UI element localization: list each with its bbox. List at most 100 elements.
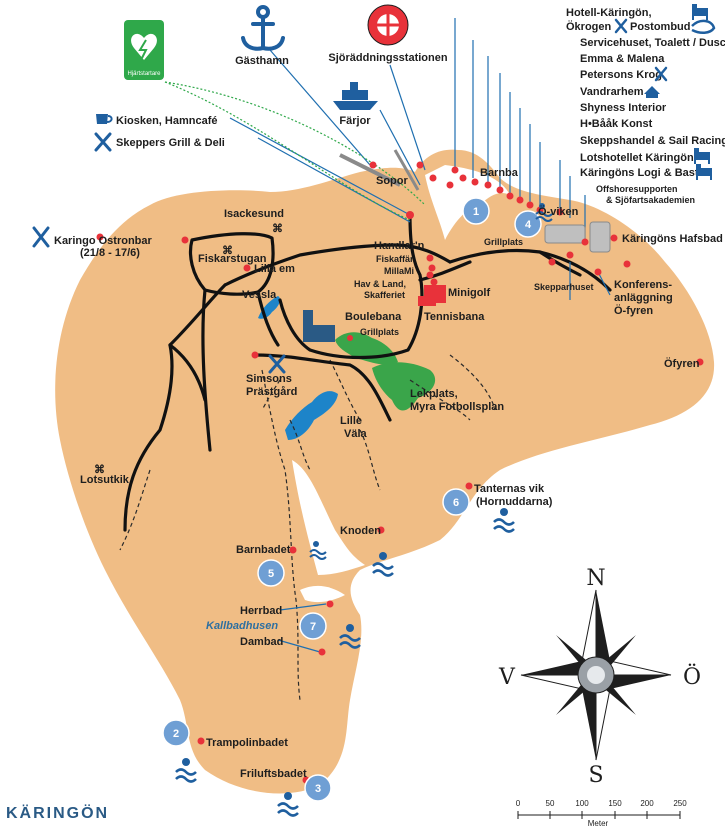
fork-knife-icon [32,226,50,248]
skeppers-label: Skeppers Grill & Deli [116,137,225,149]
barnbadet-label: Barnbadet [236,544,291,556]
post-horn-icon [691,19,716,34]
svg-text:4: 4 [525,219,532,231]
swim-icon [372,552,394,577]
lille-label: Lille [340,415,362,427]
sea-rescue-icon [367,4,409,46]
tennisbana-area [418,296,436,306]
compass-south: S [588,763,603,788]
svg-text:5: 5 [268,568,274,580]
fish-icon: ⌘ [272,223,283,235]
service-lotshotellet: Lotshotellet Käringön [580,152,694,164]
minigolf-label: Minigolf [448,287,490,299]
service-petersons: Petersons Krog [580,69,662,81]
lekplats-label-1: Lekplats, [410,388,458,400]
compass-east: Ö [683,663,701,690]
badge-5[interactable]: 5 [257,559,285,587]
fork-knife-icon [94,132,112,152]
swim-icon [535,203,553,222]
lilla-em-label: Lilla em [254,263,295,275]
lille-vala-pond [285,391,338,440]
ostronbar-dates: (21/8 - 17/6) [80,247,140,259]
o-viken-label: Ö-viken [538,205,579,218]
defibrillator-sign: Hjärtstartare [124,20,164,80]
badge-3[interactable]: 3 [304,774,332,802]
fork-knife-icon [268,354,286,374]
scale-unit: Meter [588,819,609,828]
service-servicehuset: Servicehuset, Toalett / Dusch [580,37,725,49]
skepparhuset-label: Skepparhuset [534,282,594,292]
scale-tick-0: 0 [516,799,521,808]
fish-icon: ⌘ [222,245,233,257]
pier [339,153,401,187]
knoden-label: Knoden [340,525,381,537]
service-skeppshandel: Skeppshandel & Sail Racing [580,135,725,147]
swim-icons [175,203,553,817]
farjor-label: Färjor [339,115,371,127]
ofyren-label: Öfyren [664,357,700,370]
service-offshore: Offshoresupporten [596,184,678,194]
ferry-icon [333,82,378,110]
sopor-label: Sopor [376,175,408,187]
friluftsbadet-label: Friluftsbadet [240,768,307,780]
pier-2 [393,149,420,191]
service-hotell: Hotell-Käringön, [566,7,652,19]
sjoraddning-label: Sjöräddningsstationen [328,52,447,64]
svg-text:1: 1 [473,206,479,218]
island-land [55,149,715,794]
church-icon [303,310,335,342]
service-sjofart: & Sjöfartsakademien [606,195,695,205]
poi-dots [96,161,704,784]
badge-1[interactable]: 1 [462,197,490,225]
swim-icon [493,508,515,533]
svg-text:6: 6 [453,497,459,509]
bed-icon [696,164,712,180]
service-postombud: Postombud [630,21,691,33]
bed-icon [692,4,708,20]
svg-text:2: 2 [173,728,179,740]
konferens-label-3: Ö-fyren [614,304,653,317]
scale-tick-150: 150 [608,799,622,808]
konferens-label-1: Konferens- [614,279,672,291]
svg-text:Hjärtstartare: Hjärtstartare [127,71,161,77]
swim-icon [277,792,299,817]
inner-bay [292,460,365,575]
badge-6[interactable]: 6 [442,488,470,516]
swim-icon [339,624,361,649]
vala-label: Väla [344,428,368,440]
fork-knife-icon [614,18,628,34]
kallbadhusen-label: Kallbadhusen [206,620,278,632]
konferens-label-2: anläggning [614,292,673,304]
fiskarstugan-label: Fiskarstugan [198,253,267,265]
scale-tick-100: 100 [575,799,589,808]
svg-text:7: 7 [310,621,316,633]
compass-west: V [498,665,516,690]
service-okrogen: Ökrogen [566,20,612,33]
gasthamn-label: Gästhamn [235,55,289,67]
tennisbana-label: Tennisbana [424,311,485,323]
herrbad-label: Herrbad [240,605,282,617]
tanternas-label-2: (Hornuddarna) [476,496,553,508]
millami-label: MillaMi [384,266,414,276]
svg-text:3: 3 [315,783,321,795]
swim-icon [309,541,327,560]
boulebana-label: Boulebana [345,311,402,323]
coffee-cup-icon [96,114,113,124]
lotsutkik-label: Lotsutkik [80,474,130,486]
offshore-buildings [544,221,611,253]
hav-land-label: Hav & Land, [354,279,406,289]
badge-7[interactable]: 7 [299,612,327,640]
lekplats-label-2: Myra Fotbollsplan [410,401,504,413]
brand-logo-text: KÄRINGÖN [6,803,109,822]
simsons-label-1: Simsons [246,373,292,385]
simsons-label-2: Prästgård [246,386,297,398]
compass-rose [520,589,672,761]
badge-2[interactable]: 2 [162,719,190,747]
kallbad-bay [300,585,345,603]
skafferiet-label: Skafferiet [364,290,405,300]
service-hbaak: H•Bååk Konst [580,118,653,130]
badge-4[interactable]: 4 [514,210,542,238]
scale-tick-200: 200 [640,799,654,808]
scale-tick-250: 250 [673,799,687,808]
